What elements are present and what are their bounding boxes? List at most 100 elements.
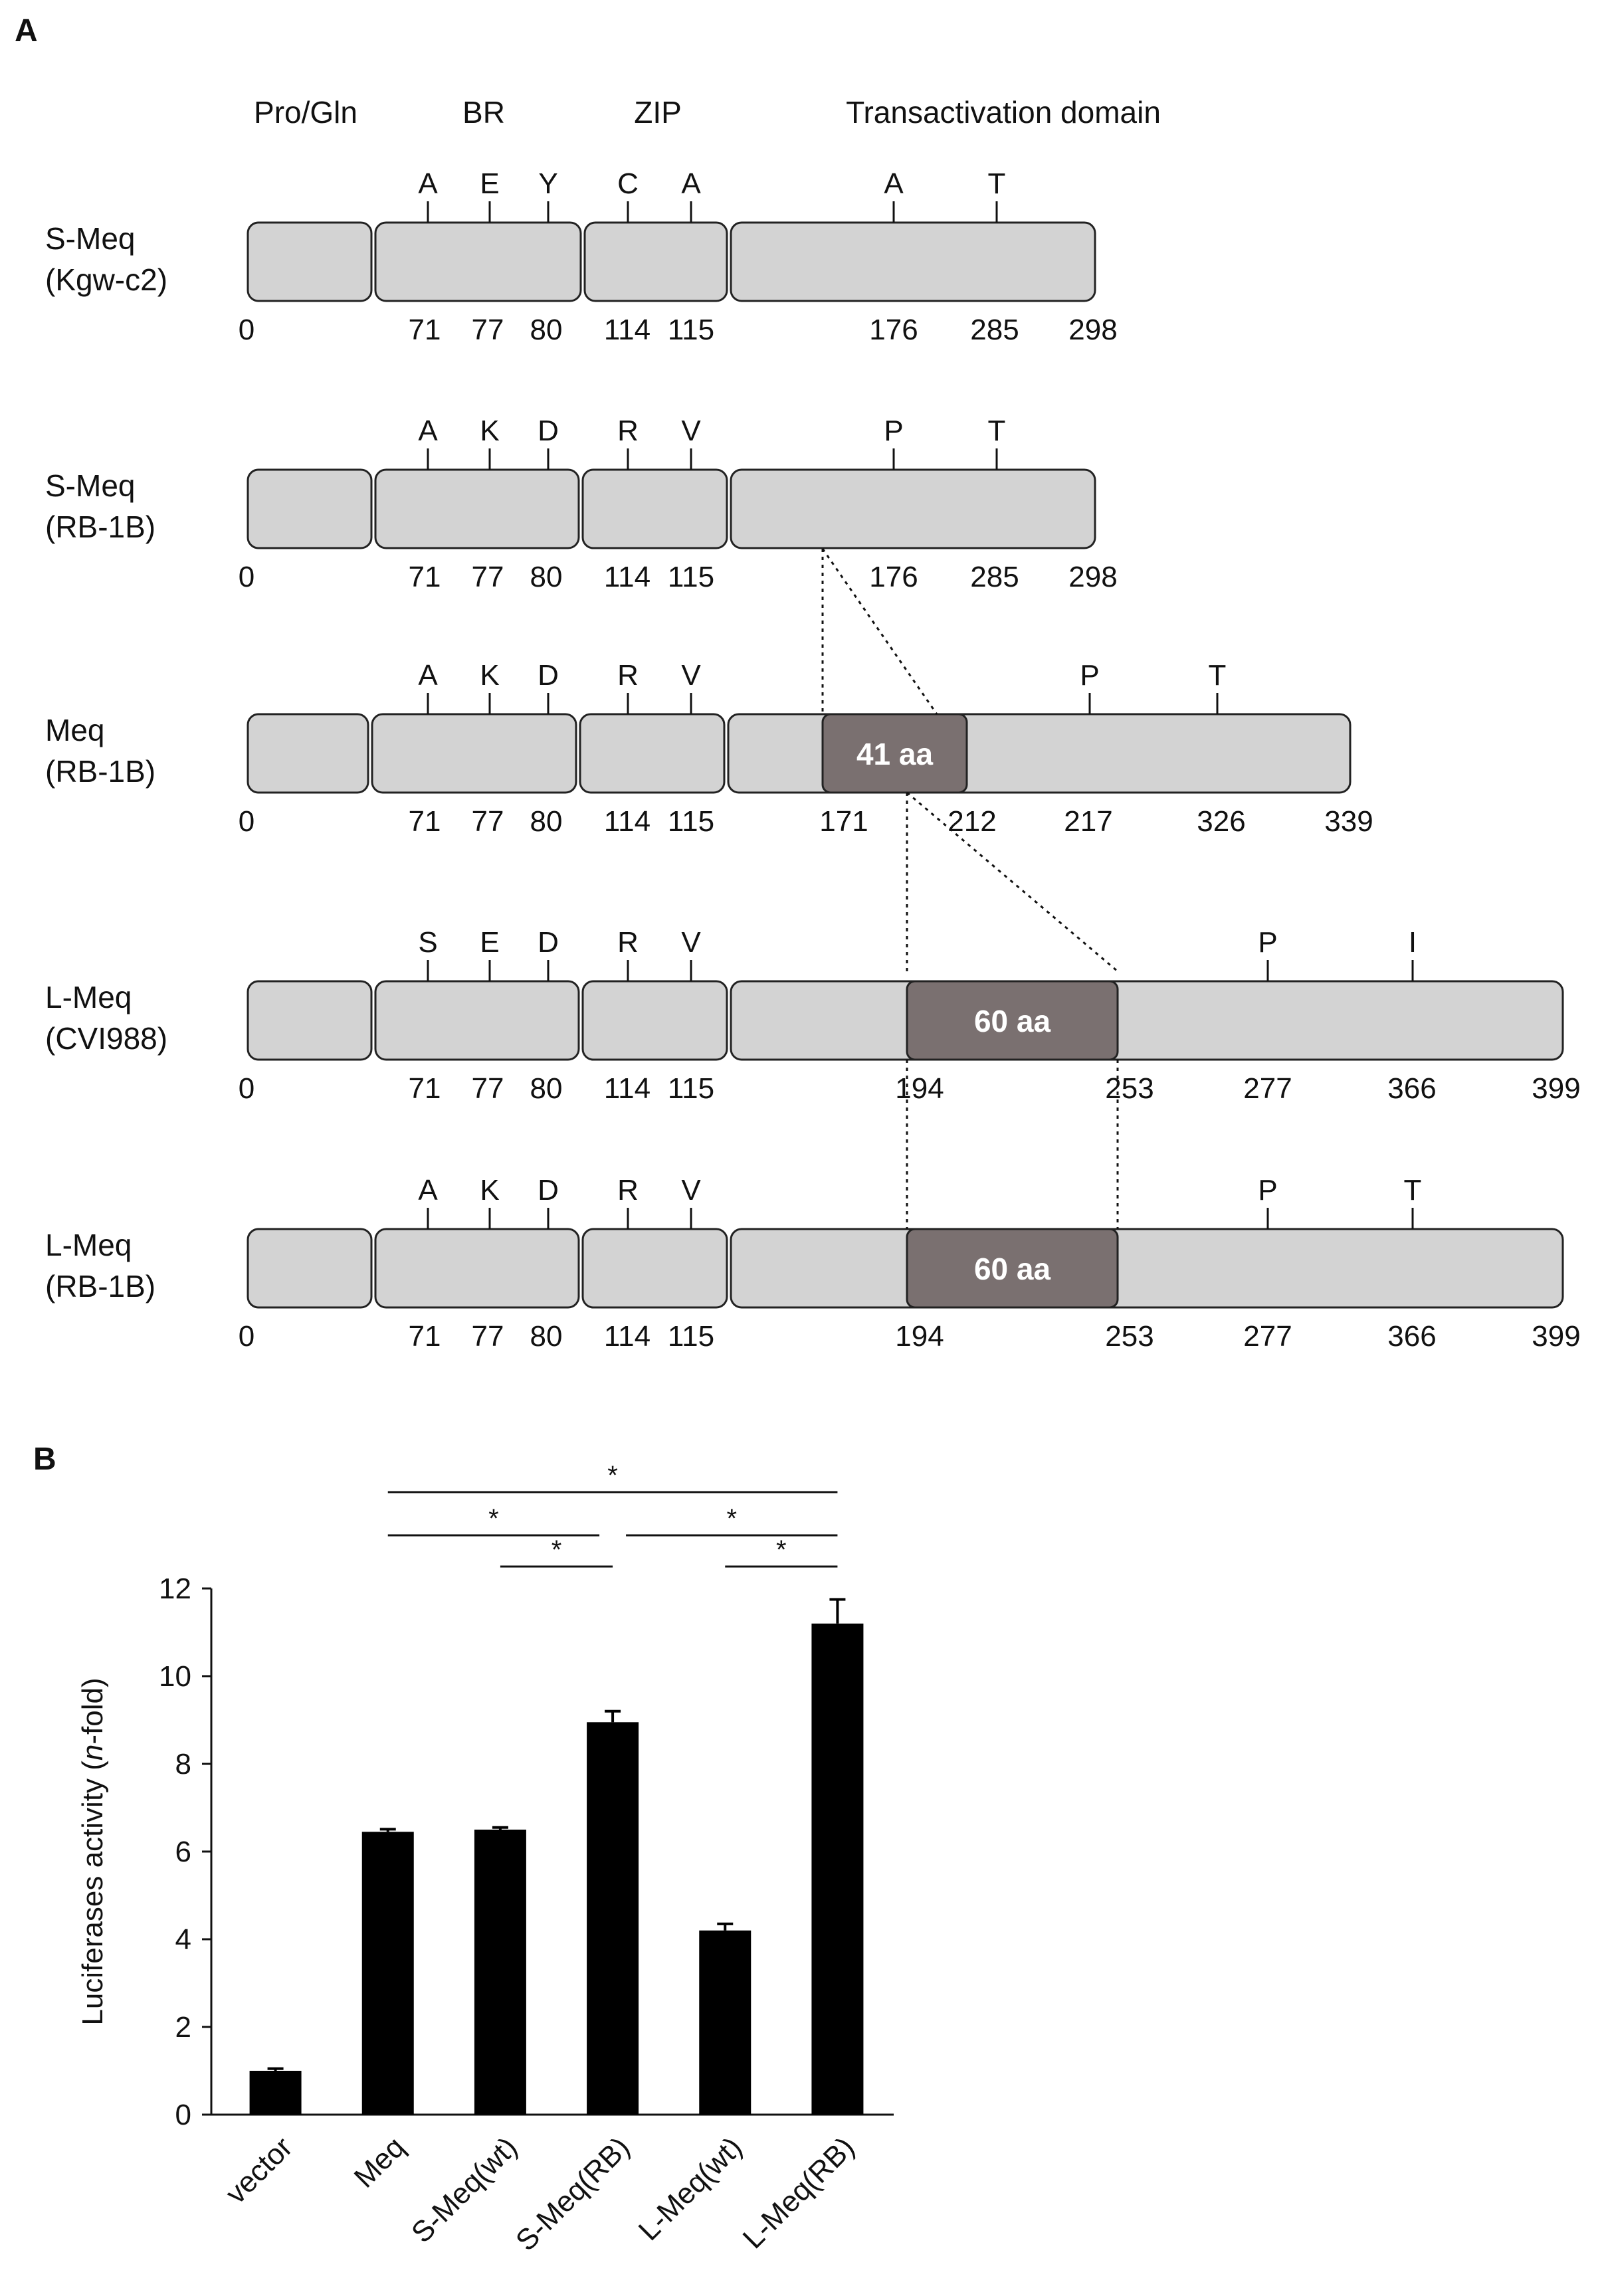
domain-br-box [374,468,580,549]
domain-pro-gln-box [247,1228,373,1309]
position-label: 0 [239,1072,254,1105]
domain-transactivation-box [730,221,1096,302]
mutation-label: E [480,167,499,200]
position-label: 77 [472,314,504,346]
construct-name: L-Meq [45,980,132,1014]
position-label: 217 [1064,805,1112,838]
position-label: 176 [869,314,918,346]
construct-strain: (RB-1B) [45,754,155,789]
mutation-label: I [1409,926,1417,959]
bar-vector [249,2071,302,2115]
mutation-label: P [1258,926,1277,959]
y-tick-label: 0 [175,2099,191,2131]
position-label: 194 [895,1072,944,1105]
y-tick-label: 10 [159,1660,191,1693]
position-label: 285 [970,561,1019,593]
position-label: 285 [970,314,1019,346]
mutation-label: Y [538,167,557,200]
mutation-label: R [617,926,639,959]
position-label: 399 [1532,1320,1580,1353]
header-br: BR [462,95,505,130]
position-label: 366 [1387,1072,1436,1105]
position-label: 115 [668,1320,714,1353]
mutation-label: A [418,659,438,692]
domain-zip-box [581,980,728,1061]
insert-label: 60 aa [974,1004,1051,1038]
domain-br-box [374,980,580,1061]
mutation-label: R [617,415,639,447]
dotted-connector [821,548,938,715]
domain-pro-gln-box [247,713,369,794]
position-label: 366 [1387,1320,1436,1353]
mutation-label: K [480,1174,499,1206]
insert-label: 41 aa [856,737,934,771]
category-label: S-Meq(RB) [510,2131,636,2257]
position-label: 277 [1243,1320,1292,1353]
position-label: 80 [530,1072,563,1105]
mutation-label: S [418,926,437,959]
position-label: 80 [530,805,563,838]
mutation-label: K [480,659,499,692]
construct-strain: (Kgw-c2) [45,262,167,297]
domain-br-box [374,1228,580,1309]
mutation-label: C [617,167,639,200]
domain-zip-box [579,713,726,794]
domain-br-box [371,713,577,794]
position-label: 115 [668,314,714,346]
mutation-label: A [418,415,438,447]
position-label: 194 [895,1320,944,1353]
position-label: 71 [409,1320,441,1353]
category-label: Meq [348,2131,411,2194]
position-label: 277 [1243,1072,1292,1105]
position-label: 114 [604,561,651,593]
position-label: 212 [948,805,996,838]
y-axis-label-part: Luciferases activity ( [76,1761,109,2026]
domain-pro-gln-box [247,468,373,549]
domain-headers: Pro/Gln BR ZIP Transactivation domain [254,95,1161,130]
y-tick-label: 8 [175,1748,191,1780]
position-label: 253 [1105,1072,1153,1105]
position-label: 326 [1197,805,1245,838]
position-label: 71 [409,561,441,593]
mutation-label: T [988,167,1006,200]
mutation-label: V [681,415,701,447]
mutation-label: A [681,167,701,200]
insert-box [906,1228,1119,1309]
significance-star: * [551,1535,562,1565]
mutation-label: D [538,926,559,959]
position-label: 114 [604,805,651,838]
domain-transactivation-box [730,980,1564,1061]
domain-zip-box [583,221,728,302]
y-axis-label-part: -fold) [76,1677,109,1744]
mutation-label: V [681,659,701,692]
position-label: 298 [1068,561,1117,593]
significance-star: * [726,1504,737,1533]
category-label: L-Meq(wt) [633,2131,749,2247]
insert-box [821,713,968,794]
bar-Meq [361,1832,414,2115]
position-label: 0 [239,561,254,593]
mutation-label: A [884,167,904,200]
construct-name: Meq [45,713,104,747]
position-label: 71 [409,805,441,838]
panel-b-label: B [33,1442,56,1477]
header-zip: ZIP [634,95,682,130]
position-label: 80 [530,314,563,346]
category-label: vector [219,2131,298,2210]
mutation-label: R [617,1174,639,1206]
insert-connectors [821,548,1119,1229]
position-label: 171 [819,805,868,838]
domain-transactivation-box [727,713,1352,794]
dotted-connector [906,791,1118,973]
position-label: 77 [472,805,504,838]
domain-zip-box [581,1228,728,1309]
bar-L-Meq(wt) [699,1930,752,2115]
bar-S-Meq(RB) [587,1722,639,2115]
domain-pro-gln-box [247,980,373,1061]
position-label: 114 [604,1320,651,1353]
